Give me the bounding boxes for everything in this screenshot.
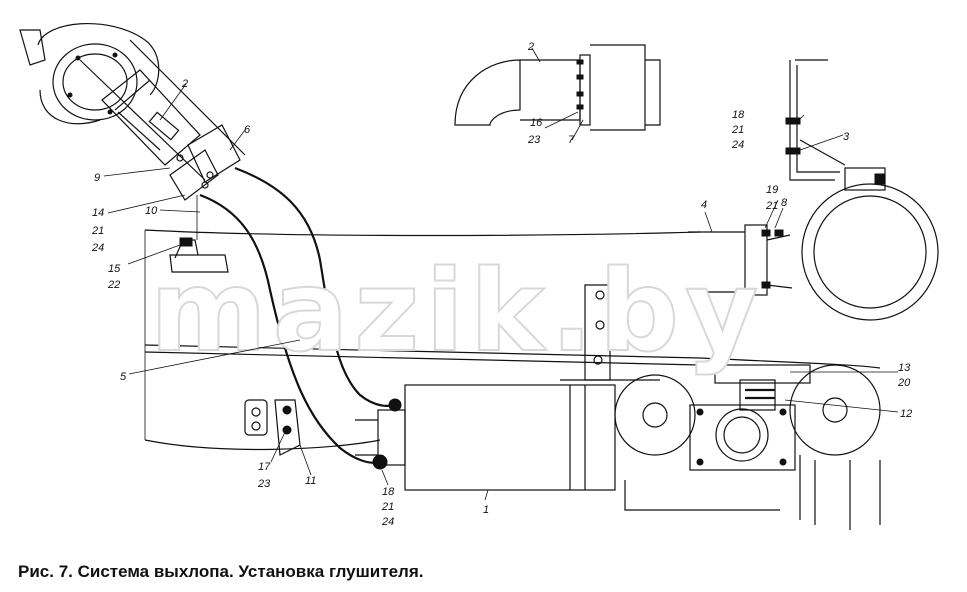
label-17: 17 xyxy=(258,461,271,473)
inset-bracket xyxy=(785,59,886,191)
label-24: 24 xyxy=(381,516,394,528)
label-11: 11 xyxy=(305,475,316,487)
label-6: 6 xyxy=(244,124,251,136)
watermark: mazik.by xyxy=(150,247,764,377)
label-10: 10 xyxy=(145,205,158,217)
inset-pipe-joint xyxy=(454,44,661,131)
label-23: 23 xyxy=(257,478,271,490)
label-15: 15 xyxy=(108,263,121,275)
pipe-cross-section xyxy=(688,183,939,321)
label-16: 16 xyxy=(530,117,543,129)
frame-rail xyxy=(144,229,881,451)
label-23: 23 xyxy=(527,134,541,146)
label-1: 1 xyxy=(483,504,489,516)
label-21: 21 xyxy=(91,225,104,237)
side-bracket xyxy=(244,399,301,456)
label-22: 22 xyxy=(107,279,120,291)
label-24: 24 xyxy=(731,139,744,151)
exhaust-downpipe xyxy=(79,39,246,201)
label-4: 4 xyxy=(701,199,707,211)
label-7: 7 xyxy=(568,134,575,146)
callout-labels: 2 2 6 9 14 21 24 10 15 22 5 16 23 7 18 2… xyxy=(91,41,912,528)
leader-lines xyxy=(103,47,899,501)
label-12: 12 xyxy=(900,408,912,420)
turbo-outlet xyxy=(19,23,160,125)
label-18: 18 xyxy=(732,109,745,121)
label-5: 5 xyxy=(120,371,127,383)
label-2: 2 xyxy=(181,78,188,90)
label-20: 20 xyxy=(897,377,911,389)
label-21: 21 xyxy=(381,501,394,513)
label-21: 21 xyxy=(731,124,744,136)
label-18: 18 xyxy=(382,486,395,498)
label-19: 19 xyxy=(766,184,778,196)
label-21: 21 xyxy=(765,200,778,212)
crossmember-bracket xyxy=(560,284,660,381)
frame-clamp xyxy=(169,195,229,273)
rear-wheels xyxy=(614,364,881,530)
label-8: 8 xyxy=(781,197,788,209)
label-2: 2 xyxy=(527,41,534,53)
label-9: 9 xyxy=(94,172,100,184)
label-14: 14 xyxy=(92,207,104,219)
cables xyxy=(199,166,402,470)
figure-caption: Рис. 7. Система выхлопа. Установка глуши… xyxy=(18,562,424,581)
label-13: 13 xyxy=(898,362,911,374)
label-3: 3 xyxy=(843,131,850,143)
label-24: 24 xyxy=(91,242,104,254)
